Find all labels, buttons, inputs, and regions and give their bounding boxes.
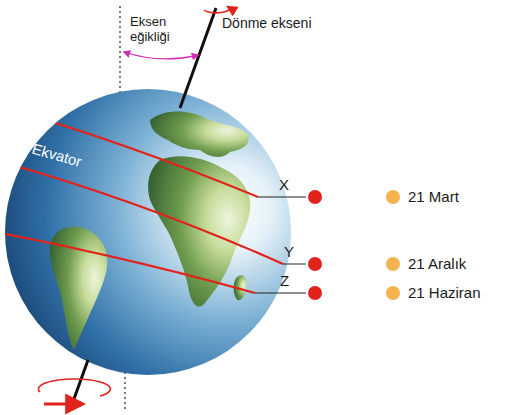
latitude-lines — [0, 105, 283, 293]
continents — [50, 99, 272, 350]
axis-tilt-label: Eksen eğikliği — [130, 15, 192, 45]
axis-label: Dönme ekseni — [222, 15, 312, 31]
leader-lines — [255, 197, 306, 293]
date-label: 21 Haziran — [408, 284, 481, 301]
vertical-reference — [124, 372, 125, 410]
orange-dots — [386, 190, 400, 300]
line-letter: Y — [284, 243, 294, 260]
rotation-arrow — [44, 403, 82, 406]
rotation-arrow — [38, 379, 110, 396]
date-label: 21 Mart — [408, 188, 459, 205]
globe — [5, 89, 291, 375]
line-letter: X — [279, 176, 289, 193]
line-letter: Z — [280, 272, 289, 289]
date-label: 21 Aralık — [408, 255, 466, 272]
vertical-reference — [119, 6, 120, 92]
tilt-arc — [124, 52, 198, 59]
red-dots — [308, 190, 322, 300]
rotation-arrow — [204, 7, 229, 13]
